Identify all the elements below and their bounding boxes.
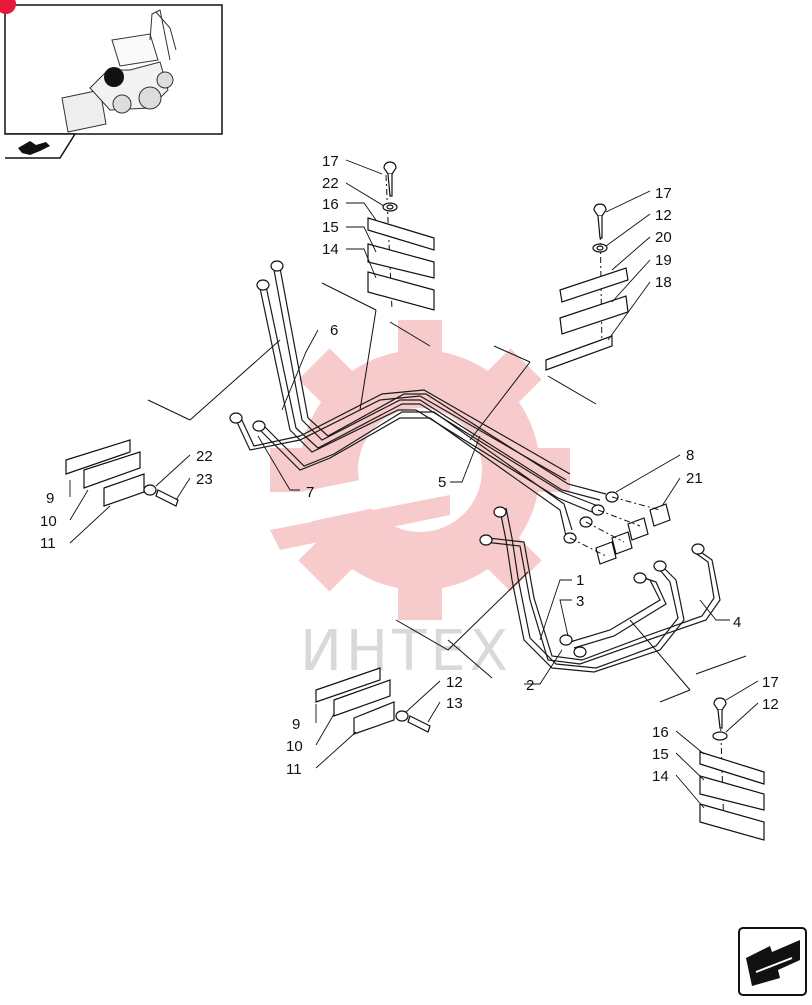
callout-label: 9 bbox=[46, 490, 54, 507]
callout-label: 23 bbox=[196, 471, 213, 488]
callout-label: 5 bbox=[438, 474, 446, 491]
clamp-assembly-left bbox=[65, 439, 179, 507]
leader-lines bbox=[69, 159, 759, 809]
location-marker-icon bbox=[104, 67, 124, 87]
tube-fittings bbox=[229, 260, 705, 658]
callout-label: 22 bbox=[322, 175, 339, 192]
callout-label: 10 bbox=[40, 513, 57, 530]
callout-label: 20 bbox=[655, 229, 672, 246]
callout-label: 4 bbox=[733, 614, 741, 631]
callout-label: 3 bbox=[576, 593, 584, 610]
callout-label: 21 bbox=[686, 470, 703, 487]
clamp-assembly-lower-right bbox=[699, 697, 765, 841]
callout-label: 7 bbox=[306, 484, 314, 501]
callout-label: 12 bbox=[446, 674, 463, 691]
next-page-arrow-icon[interactable] bbox=[738, 927, 807, 996]
callout-label: 14 bbox=[652, 768, 669, 785]
callout-label: 15 bbox=[652, 746, 669, 763]
callout-label: 18 bbox=[655, 274, 672, 291]
callout-label: 13 bbox=[446, 695, 463, 712]
callout-label: 1 bbox=[576, 572, 584, 589]
callout-label: 22 bbox=[196, 448, 213, 465]
watermark-text: ИНТЕХ bbox=[300, 619, 512, 684]
callout-label: 12 bbox=[762, 696, 779, 713]
callout-label: 16 bbox=[322, 196, 339, 213]
hand-pointer-icon bbox=[18, 141, 50, 155]
callout-label: 12 bbox=[655, 207, 672, 224]
callout-label: 8 bbox=[686, 447, 694, 464]
callout-label: 16 bbox=[652, 724, 669, 741]
callout-label: 6 bbox=[330, 322, 338, 339]
clamp-assembly-upper-right bbox=[545, 203, 629, 371]
callout-label: 9 bbox=[292, 716, 300, 733]
clamp-assembly-lower-left bbox=[315, 667, 431, 735]
watermark-gear-icon bbox=[260, 320, 570, 620]
valve-connectors bbox=[595, 503, 671, 565]
callout-label: 19 bbox=[655, 252, 672, 269]
thumbnail-panel bbox=[0, 0, 223, 159]
section-lines bbox=[147, 282, 747, 703]
callout-labels: 1722161514171220191865782191011222313249… bbox=[40, 153, 779, 785]
callout-label: 17 bbox=[762, 674, 779, 691]
callout-label: 2 bbox=[526, 677, 534, 694]
callout-label: 14 bbox=[322, 241, 339, 258]
backhoe-loader-thumbnail-icon bbox=[61, 9, 177, 133]
callout-label: 11 bbox=[286, 761, 302, 778]
callout-label: 11 bbox=[40, 535, 56, 552]
callout-label: 17 bbox=[322, 153, 339, 170]
page-badge bbox=[0, 0, 16, 14]
callout-label: 17 bbox=[655, 185, 672, 202]
hydraulic-tubes bbox=[235, 267, 721, 673]
clamp-assembly-upper-left bbox=[367, 161, 435, 311]
callout-label: 15 bbox=[322, 219, 339, 236]
callout-label: 10 bbox=[286, 738, 303, 755]
